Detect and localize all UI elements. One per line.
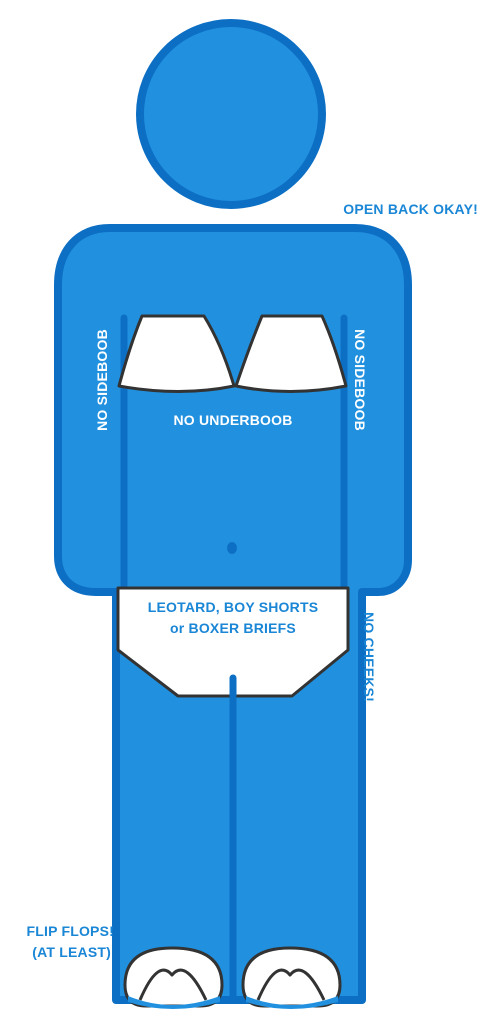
no-cheeks-right-label: NO CHEEKS!	[361, 612, 377, 702]
no-underboob-label: NO UNDERBOOB	[173, 412, 292, 428]
bottoms-label-line2: or BOXER BRIEFS	[170, 620, 296, 636]
flip-flops-label-line1: FLIP FLOPS!	[27, 923, 115, 939]
open-back-label: OPEN BACK OKAY!	[343, 201, 478, 217]
no-cheeks-left-label: NO CHEEKS!	[92, 612, 108, 702]
head	[140, 23, 322, 205]
flip-flop-right	[243, 948, 340, 1009]
flip-flop-left	[125, 948, 222, 1009]
flip-flops-label-line2: (AT LEAST)	[32, 944, 111, 960]
no-sideboob-right-label: NO SIDEBOOB	[352, 329, 368, 431]
belly-button	[227, 542, 237, 554]
bottoms-label-line1: LEOTARD, BOY SHORTS	[148, 599, 319, 615]
no-sideboob-left-label: NO SIDEBOOB	[94, 329, 110, 431]
